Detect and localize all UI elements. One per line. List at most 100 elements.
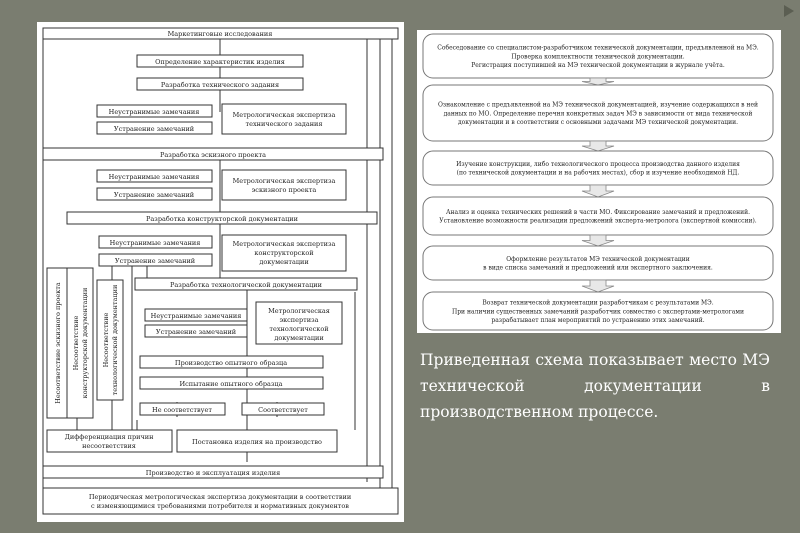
node-tech-task: Разработка технического задания bbox=[136, 77, 304, 91]
svg-text:Периодическая метрологическая: Периодическая метрологическая экспертиза… bbox=[89, 493, 351, 501]
me-procedure-panel: Собеседование со специалистом-разработчи… bbox=[417, 30, 781, 333]
svg-text:с изменяющимися требованиями п: с изменяющимися требованиями потребителя… bbox=[91, 502, 349, 510]
procedure-step-3-line: (по технической документации и на рабочи… bbox=[457, 170, 740, 177]
svg-text:несоответствия: несоответствия bbox=[82, 442, 136, 450]
down-arrow-icon bbox=[581, 234, 615, 247]
procedure-step-6-line: Возврат технической документации разрабо… bbox=[482, 300, 713, 307]
node-sketch-dev: Разработка эскизного проекта bbox=[42, 147, 384, 161]
svg-text:Несоответствие: Несоответствие bbox=[72, 315, 80, 370]
node-unremovable-1: Неустранимые замечания bbox=[96, 104, 213, 118]
svg-text:Разработка технологической док: Разработка технологической документации bbox=[170, 281, 322, 289]
svg-text:Метрологическая экспертиза: Метрологическая экспертиза bbox=[233, 111, 336, 119]
svg-text:эскизного проекта: эскизного проекта bbox=[252, 186, 317, 194]
node-not-ok: Не соответствует bbox=[139, 402, 226, 416]
svg-text:экспертиза: экспертиза bbox=[279, 316, 318, 324]
procedure-step-2-line: данных по МО. Определение перечня конкре… bbox=[444, 110, 753, 117]
node-mex-sketch: Метрологическая экспертиза эскизного про… bbox=[221, 169, 347, 201]
svg-text:Метрологическая экспертиза: Метрологическая экспертиза bbox=[233, 177, 336, 185]
svg-text:технического задания: технического задания bbox=[246, 120, 323, 128]
node-v-design: Несоответствие конструкторской документа… bbox=[66, 267, 94, 419]
node-marketing: Маркетинговые исследования bbox=[42, 27, 399, 40]
node-operation: Производство и эксплуатация изделия bbox=[42, 465, 384, 479]
procedure-step-1-line: Проверка комплектности технической докум… bbox=[511, 53, 684, 60]
svg-text:Постановка изделия на производ: Постановка изделия на производство bbox=[192, 438, 322, 446]
procedure-step-6: Возврат технической документации разрабо… bbox=[422, 291, 774, 331]
svg-text:документации: документации bbox=[274, 334, 323, 342]
node-mex-tz: Метрологическая экспертиза технического … bbox=[221, 103, 347, 135]
svg-text:Устранение замечаний: Устранение замечаний bbox=[115, 257, 195, 265]
procedure-step-3: Изучение конструкции, либо технологическ… bbox=[422, 150, 774, 186]
svg-text:Определение характеристик изде: Определение характеристик изделия bbox=[155, 58, 285, 66]
procedure-step-2-line: документации и в соответствии с основным… bbox=[458, 119, 738, 126]
process-flowchart-panel: Маркетинговые исследования Определение х… bbox=[37, 22, 404, 522]
svg-text:Испытание опытного образца: Испытание опытного образца bbox=[180, 380, 283, 388]
svg-text:Разработка технического задани: Разработка технического задания bbox=[161, 81, 279, 89]
node-removal-4: Устранение замечаний bbox=[144, 324, 248, 338]
svg-text:Неустранимые замечания: Неустранимые замечания bbox=[151, 312, 242, 320]
node-unremovable-3: Неустранимые замечания bbox=[98, 235, 213, 249]
svg-text:Производство опытного образца: Производство опытного образца bbox=[175, 359, 287, 367]
procedure-step-3-line: Изучение конструкции, либо технологическ… bbox=[456, 161, 740, 168]
procedure-step-6-line: При наличии существенных замечаний разра… bbox=[452, 308, 744, 315]
down-arrow-icon bbox=[581, 77, 615, 86]
procedure-step-5: Оформление результатов МЭ технической до… bbox=[422, 245, 774, 281]
node-tech-doc-dev: Разработка технологической документации bbox=[134, 277, 358, 291]
procedure-step-4-line: Анализ и оценка технических решений в ча… bbox=[446, 209, 750, 216]
procedure-step-4-line: Установление возможности реализации пред… bbox=[439, 218, 756, 225]
svg-text:Метрологическая экспертиза: Метрологическая экспертиза bbox=[233, 240, 336, 248]
node-diff: Дифференциация причин несоответствия bbox=[46, 429, 173, 453]
slide-corner-marker bbox=[784, 5, 794, 17]
node-production-setup: Постановка изделия на производство bbox=[176, 429, 338, 453]
svg-text:Не соответствует: Не соответствует bbox=[152, 406, 212, 414]
node-unremovable-2: Неустранимые замечания bbox=[96, 169, 213, 183]
svg-text:Неустранимые замечания: Неустранимые замечания bbox=[109, 173, 200, 181]
svg-text:Соответствует: Соответствует bbox=[258, 406, 308, 414]
node-removal-1: Устранение замечаний bbox=[96, 121, 213, 135]
node-removal-3: Устранение замечаний bbox=[98, 253, 213, 267]
slide-caption: Приведенная схема показывает место МЭ те… bbox=[420, 351, 770, 421]
svg-text:технологической: технологической bbox=[269, 325, 328, 333]
node-v-tech: Несоответствие технологической документа… bbox=[96, 279, 124, 401]
procedure-step-2-line: Ознакомление с предъявленной на МЭ техни… bbox=[438, 102, 758, 109]
procedure-step-5-line: в виде списка замечаний и предложений ил… bbox=[483, 265, 713, 272]
me-procedure-flowchart: Собеседование со специалистом-разработчи… bbox=[422, 33, 774, 331]
procedure-step-5-line: Оформление результатов МЭ технической до… bbox=[506, 256, 690, 263]
procedure-step-1-line: Регистрация поступившей на МЭ техническо… bbox=[471, 62, 725, 69]
svg-text:Маркетинговые исследования: Маркетинговые исследования bbox=[168, 30, 273, 38]
node-design-dev: Разработка конструкторской документации bbox=[66, 211, 378, 225]
node-removal-2: Устранение замечаний bbox=[96, 187, 213, 201]
svg-text:документации: документации bbox=[259, 258, 308, 266]
svg-text:Устранение замечаний: Устранение замечаний bbox=[114, 125, 194, 133]
node-prototype: Производство опытного образца bbox=[139, 355, 324, 369]
svg-text:Метрологическая: Метрологическая bbox=[268, 307, 330, 315]
down-arrow-icon bbox=[581, 140, 615, 152]
node-ok: Соответствует bbox=[241, 402, 325, 416]
node-periodic: Периодическая метрологическая экспертиза… bbox=[42, 487, 399, 515]
svg-text:конструкторской: конструкторской bbox=[254, 249, 313, 257]
procedure-step-6-line: разрабатывает план мероприятий по устран… bbox=[491, 317, 704, 324]
procedure-step-1: Собеседование со специалистом-разработчи… bbox=[422, 33, 774, 79]
procedure-step-2: Ознакомление с предъявленной на МЭ техни… bbox=[422, 84, 774, 142]
svg-text:Разработка эскизного проекта: Разработка эскизного проекта bbox=[160, 151, 266, 159]
svg-text:Производство и эксплуатация из: Производство и эксплуатация изделия bbox=[146, 469, 280, 477]
svg-text:Неустранимые замечания: Неустранимые замечания bbox=[109, 108, 200, 116]
svg-text:Несоответствие эскизного проек: Несоответствие эскизного проекта bbox=[54, 282, 62, 404]
svg-text:Устранение замечаний: Устранение замечаний bbox=[114, 191, 194, 199]
node-product-definition: Определение характеристик изделия bbox=[136, 54, 304, 68]
process-flowchart: Маркетинговые исследования Определение х… bbox=[42, 27, 399, 515]
down-arrow-icon bbox=[581, 184, 615, 198]
node-mex-design: Метрологическая экспертиза конструкторск… bbox=[221, 234, 347, 272]
node-unremovable-4: Неустранимые замечания bbox=[144, 308, 248, 322]
svg-text:Несоответствие: Несоответствие bbox=[102, 312, 110, 367]
svg-text:Устранение замечаний: Устранение замечаний bbox=[156, 328, 236, 336]
svg-text:конструкторской документации: конструкторской документации bbox=[81, 288, 89, 399]
down-arrow-icon bbox=[581, 279, 615, 293]
node-mex-tech: Метрологическая экспертиза технологическ… bbox=[255, 301, 343, 345]
procedure-step-1-line: Собеседование со специалистом-разработчи… bbox=[437, 45, 759, 52]
svg-text:Разработка конструкторской док: Разработка конструкторской документации bbox=[146, 215, 298, 223]
node-v-sketch: Несоответствие эскизного проекта bbox=[46, 267, 68, 419]
svg-text:Дифференциация причин: Дифференциация причин bbox=[65, 433, 154, 441]
svg-text:технологической документации: технологической документации bbox=[111, 285, 119, 396]
svg-text:Неустранимые замечания: Неустранимые замечания bbox=[110, 239, 201, 247]
feedback-lines bbox=[42, 28, 393, 492]
